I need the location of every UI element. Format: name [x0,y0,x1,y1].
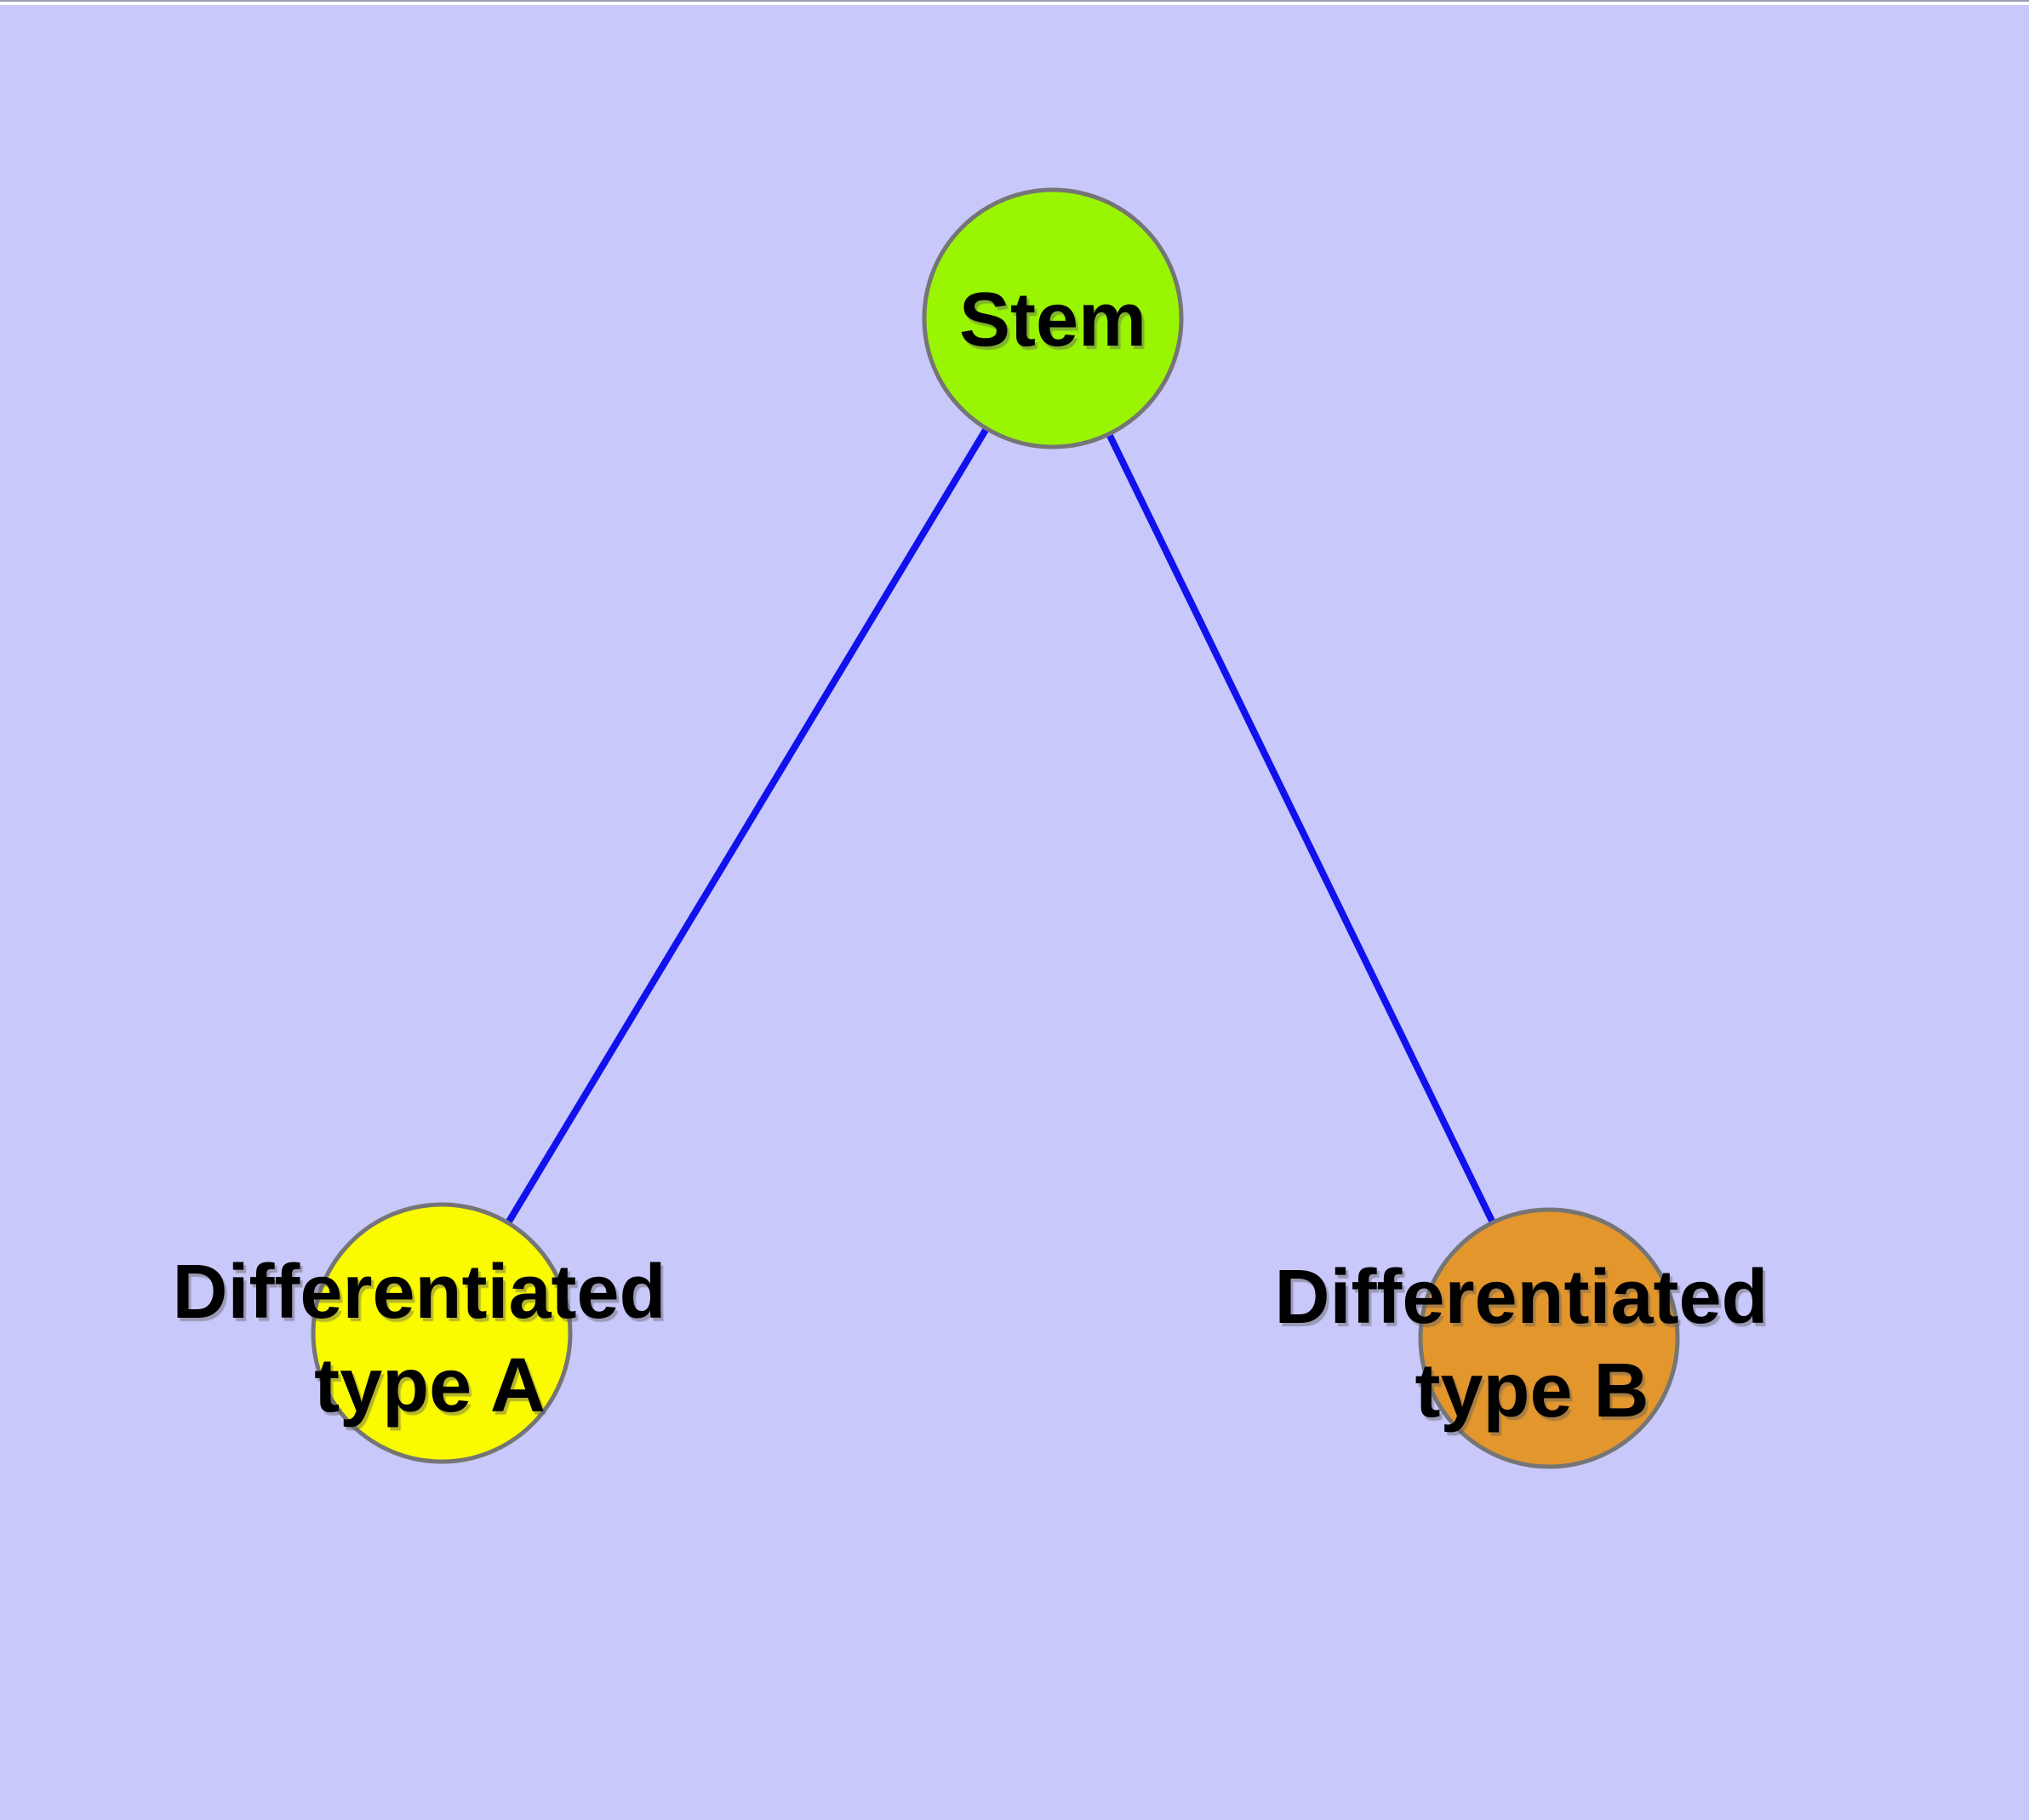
node-type-b-label-line1: Differentiated [1274,1255,1768,1340]
edge-stem-to-type-a [438,316,1056,1336]
node-type-a-label: Differentiated type A [172,1250,687,1428]
node-stem-circle [922,187,1184,449]
node-type-b-label-line2: type B [1415,1348,1649,1434]
node-type-a-label-line2: type A [314,1343,546,1428]
window-top-gap [0,0,2029,5]
window-top-hairline [0,0,2029,2]
edge-stem-to-type-b [1049,317,1552,1340]
node-type-b: Differentiated type B [1274,1207,1789,1469]
node-type-b-circle [1418,1207,1680,1469]
node-type-a-circle [311,1202,573,1464]
node-type-a-label-line1: Differentiated [172,1250,666,1335]
node-type-a: Differentiated type A [172,1202,687,1464]
node-type-b-label: Differentiated type B [1274,1255,1789,1434]
node-stem-label: Stem [959,278,1146,363]
node-stem: Stem [922,187,1184,449]
